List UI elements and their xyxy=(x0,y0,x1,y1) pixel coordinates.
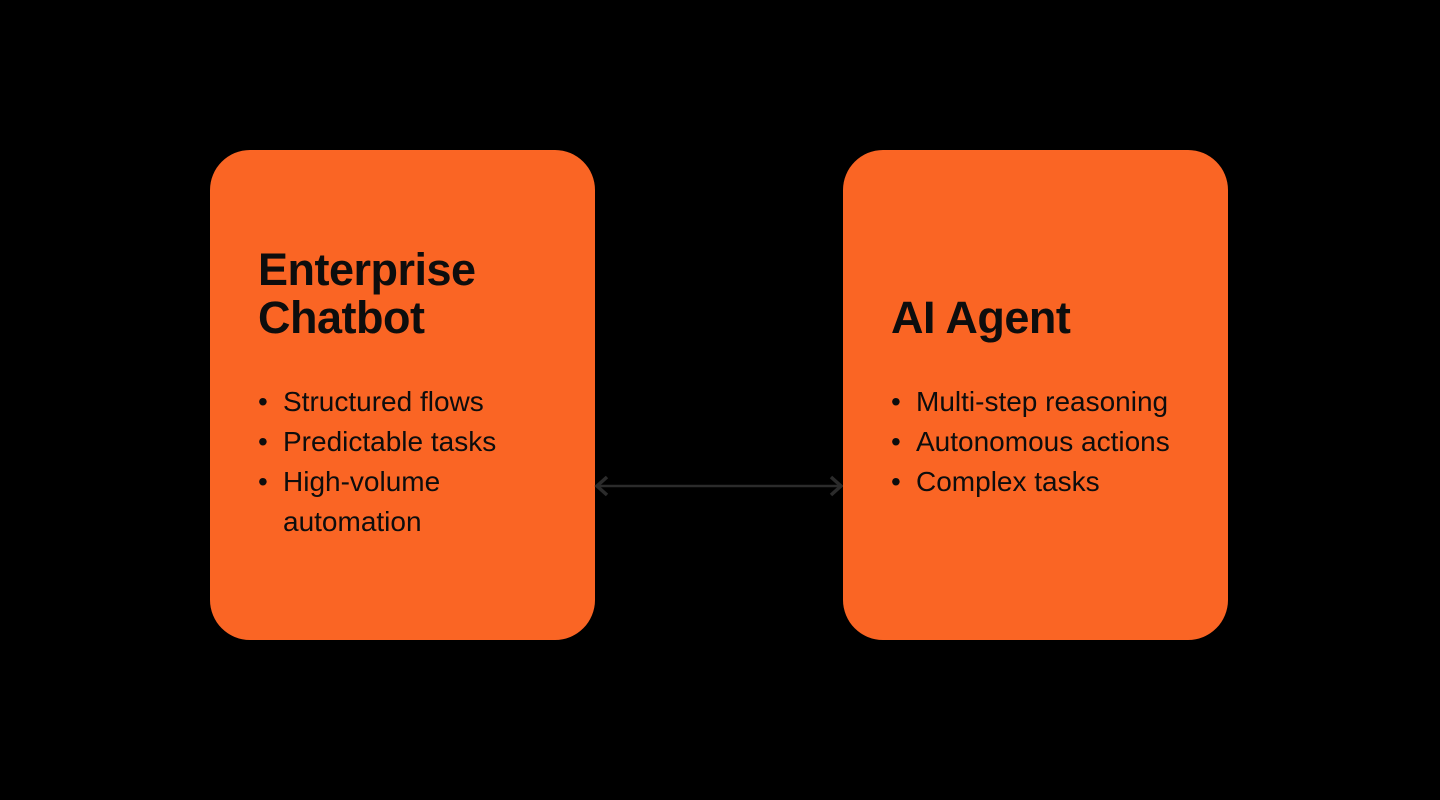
double-arrow-icon xyxy=(594,475,844,497)
bullet-list: Multi-step reasoning Autonomous actions … xyxy=(891,382,1198,502)
bullet-item: High-volume automation xyxy=(258,462,565,542)
bullet-item: Autonomous actions xyxy=(891,422,1198,462)
bullet-item: Predictable tasks xyxy=(258,422,565,462)
bullet-item: Structured flows xyxy=(258,382,565,422)
card-title-area: Enterprise Chatbot xyxy=(258,150,565,342)
card-title: Enterprise Chatbot xyxy=(258,244,476,343)
bullet-list: Structured flows Predictable tasks High-… xyxy=(258,382,565,542)
card-enterprise-chatbot: Enterprise Chatbot Structured flows Pred… xyxy=(210,150,595,640)
card-ai-agent: AI Agent Multi-step reasoning Autonomous… xyxy=(843,150,1228,640)
bullet-item: Multi-step reasoning xyxy=(891,382,1198,422)
card-title: AI Agent xyxy=(891,292,1071,343)
card-title-area: AI Agent xyxy=(891,150,1198,342)
bullet-item: Complex tasks xyxy=(891,462,1198,502)
